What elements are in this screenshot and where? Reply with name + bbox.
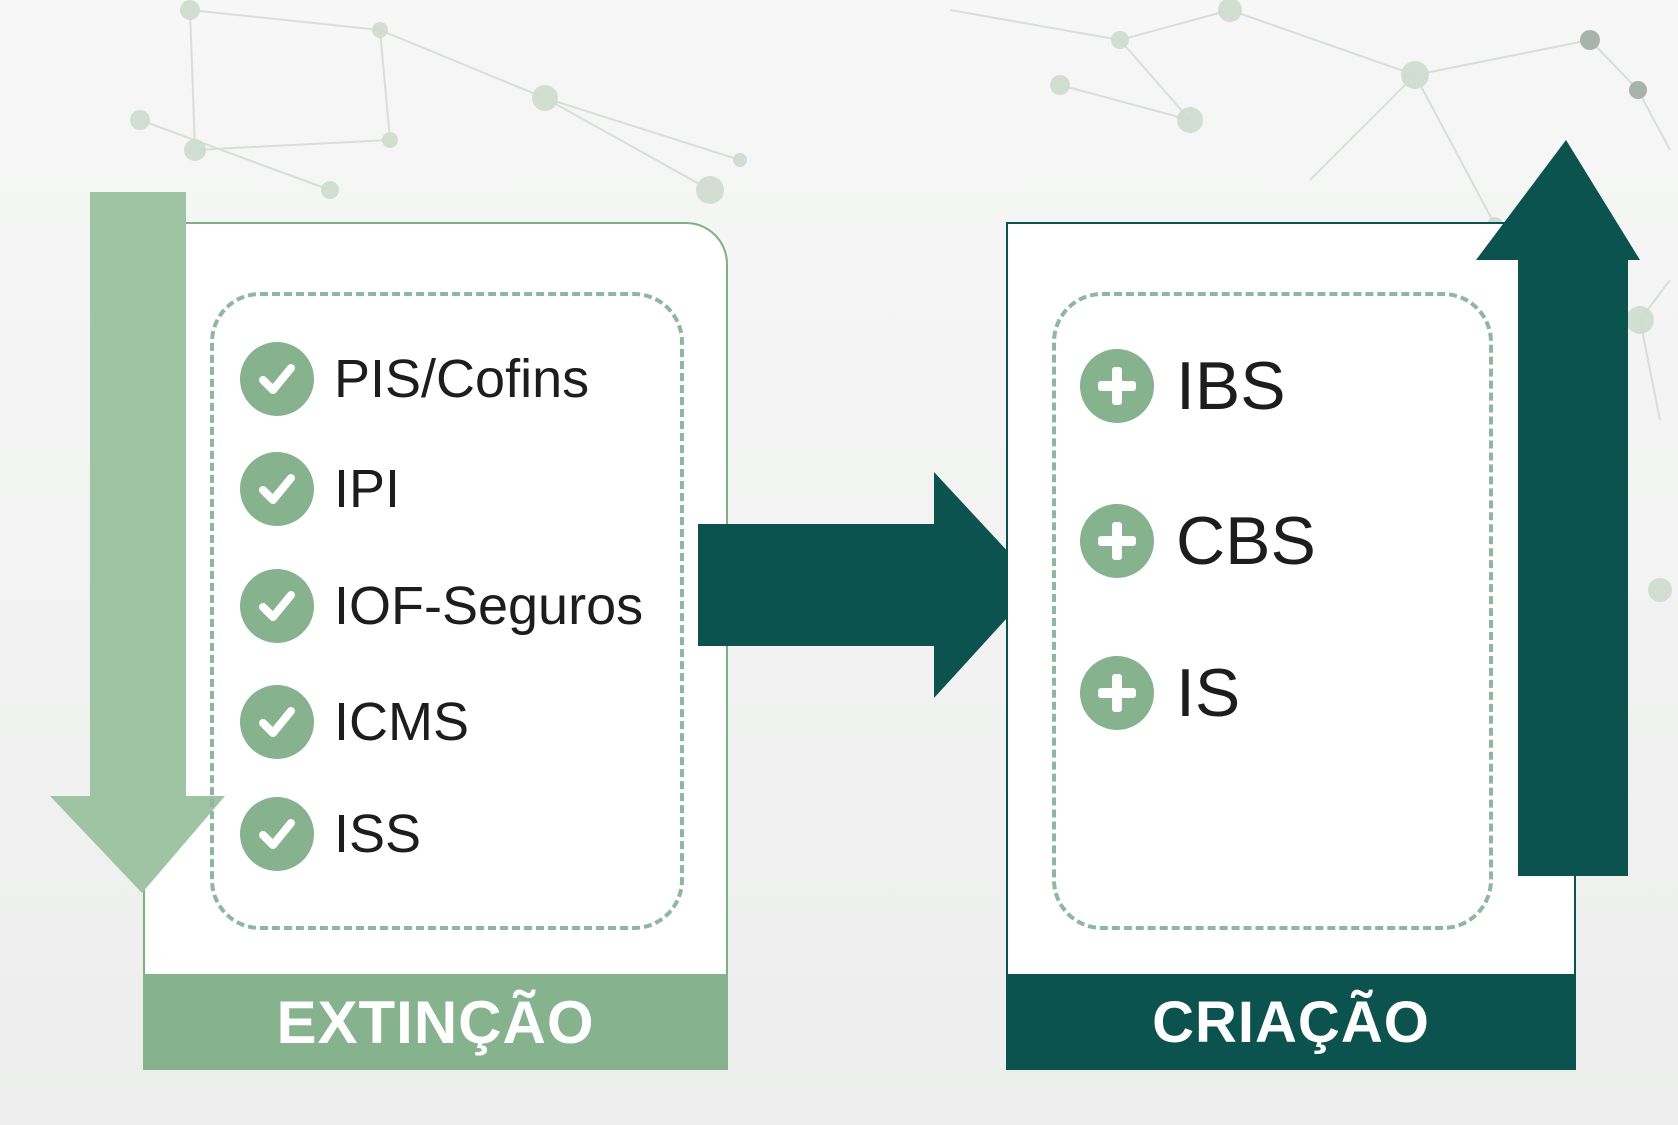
check-circle-icon	[240, 685, 314, 759]
check-circle-icon	[240, 342, 314, 416]
list-item: ISS	[240, 797, 421, 871]
up-arrow-icon	[1476, 140, 1640, 880]
extincao-item-label: ICMS	[334, 692, 469, 752]
plus-circle-icon	[1080, 656, 1154, 730]
criacao-panel	[1006, 222, 1576, 974]
criacao-items-frame	[1052, 292, 1493, 930]
extincao-item-label: IOF-Seguros	[334, 576, 644, 636]
list-item: CBS	[1080, 502, 1316, 580]
list-item: IOF-Seguros	[240, 569, 643, 643]
criacao-title: CRIAÇÃO	[1006, 974, 1576, 1070]
plus-circle-icon	[1080, 349, 1154, 423]
criacao-item-label: IBS	[1176, 348, 1286, 424]
plus-circle-icon	[1080, 504, 1154, 578]
check-circle-icon	[240, 797, 314, 871]
extincao-item-label: ISS	[334, 804, 422, 864]
check-circle-icon	[240, 569, 314, 643]
right-arrow-icon	[698, 472, 1038, 698]
list-item: IBS	[1080, 347, 1286, 425]
list-item: IS	[1080, 654, 1240, 732]
extincao-title: EXTINÇÃO	[143, 974, 728, 1070]
list-item: PIS/Cofins	[240, 342, 589, 416]
list-item: ICMS	[240, 685, 469, 759]
extincao-items-frame	[210, 292, 684, 930]
extincao-item-label: PIS/Cofins	[334, 349, 590, 409]
criacao-item-label: IS	[1176, 655, 1241, 731]
criacao-item-label: CBS	[1176, 503, 1316, 579]
list-item: IPI	[240, 452, 400, 526]
extincao-item-label: IPI	[334, 459, 401, 519]
down-arrow-icon	[50, 192, 225, 893]
check-circle-icon	[240, 452, 314, 526]
